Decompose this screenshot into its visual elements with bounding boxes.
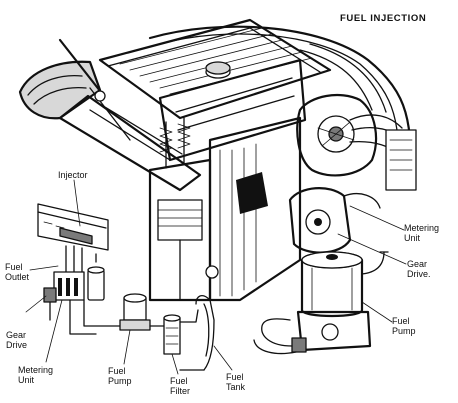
label-metering-unit-right: Metering Unit: [404, 223, 440, 243]
label-metering-unit-left: Metering Unit: [18, 365, 54, 385]
label-fuel-pump-left: Fuel Pump: [108, 366, 132, 386]
leader-metering-unit-right: [349, 205, 405, 231]
fuel-pump-right-drawing: [253, 251, 389, 355]
leader-gear-drive-left: [25, 295, 47, 313]
leader-lines: [25, 179, 407, 375]
label-gear-drive-right: Gear Drive.: [407, 259, 431, 279]
label-gear-drive-left: Gear Drive: [6, 330, 28, 350]
leader-fuel-pump-left: [123, 329, 131, 365]
leader-injector: [73, 179, 81, 227]
label-fuel-filter: Fuel Filter: [170, 376, 190, 396]
leader-fuel-pump-right: [361, 301, 393, 323]
label-fuel-pump-right: Fuel Pump: [392, 316, 416, 336]
leader-metering-unit-left: [45, 299, 63, 363]
label-fuel-outlet: Fuel Outlet: [5, 262, 30, 282]
leader-fuel-outlet: [29, 265, 59, 271]
leader-gear-drive-right: [337, 233, 407, 265]
diagram-title: FUEL INJECTION: [340, 13, 427, 24]
engine-block: [18, 18, 412, 302]
label-injector: Injector: [58, 170, 88, 180]
leader-fuel-tank: [213, 345, 233, 371]
leader-fuel-filter: [171, 353, 179, 375]
fuel-system-schematic: [37, 203, 215, 371]
label-fuel-tank: Fuel Tank: [226, 372, 246, 392]
metering-unit-right-drawing: [288, 93, 417, 254]
